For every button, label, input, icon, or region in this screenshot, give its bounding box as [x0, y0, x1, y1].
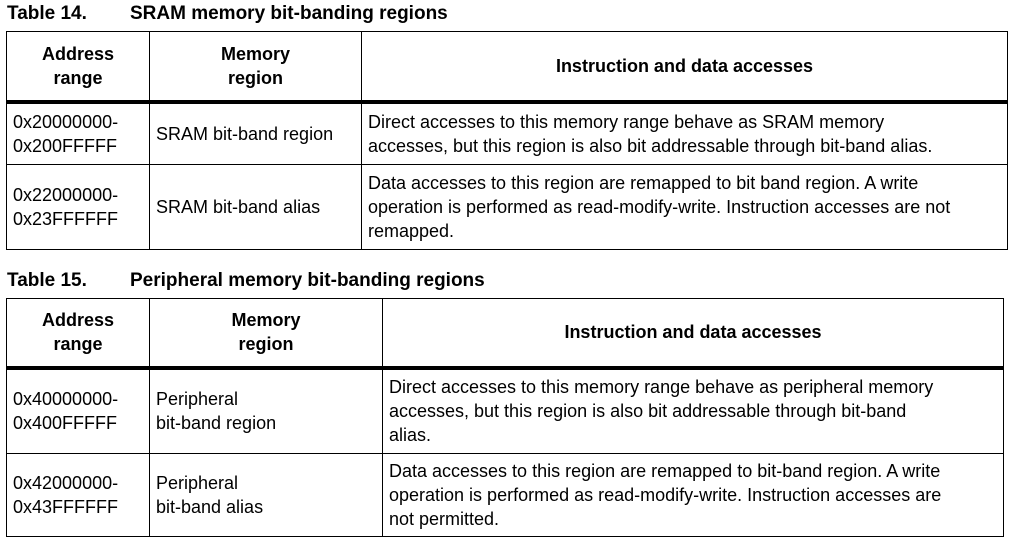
memory-region-cell: SRAM bit-band alias [149, 164, 362, 250]
address-range-header: Address range [6, 31, 150, 104]
table-row: 0x40000000- 0x400FFFFF Peripheral bit-ba… [6, 367, 1004, 454]
table-row: 0x20000000- 0x200FFFFF SRAM bit-band reg… [6, 101, 1008, 165]
sram-bitband-table: Address range Memory region Instruction … [6, 31, 1008, 250]
table-header-row: Address range Memory region Instruction … [6, 298, 1004, 370]
address-range-cell: 0x40000000- 0x400FFFFF [6, 367, 150, 454]
access-header: Instruction and data accesses [361, 31, 1008, 104]
address-range-cell: 0x20000000- 0x200FFFFF [6, 101, 150, 165]
table-row: 0x42000000- 0x43FFFFFF Peripheral bit-ba… [6, 453, 1004, 537]
memory-region-header: Memory region [149, 298, 383, 370]
table-14-title: SRAM memory bit-banding regions [130, 3, 448, 24]
memory-region-cell: Peripheral bit-band alias [149, 453, 383, 537]
access-description-cell: Direct accesses to this memory range beh… [361, 101, 1008, 165]
table-15-title: Peripheral memory bit-banding regions [130, 270, 485, 291]
table-14-caption: Table 14. SRAM memory bit-banding regions [7, 3, 448, 25]
memory-region-cell: SRAM bit-band region [149, 101, 362, 165]
table-15-number: Table 15. [7, 270, 87, 291]
access-description-cell: Data accesses to this region are remappe… [361, 164, 1008, 250]
address-range-cell: 0x22000000- 0x23FFFFFF [6, 164, 150, 250]
address-range-header: Address range [6, 298, 150, 370]
table-15-caption: Table 15. Peripheral memory bit-banding r… [7, 270, 485, 292]
address-range-cell: 0x42000000- 0x43FFFFFF [6, 453, 150, 537]
memory-region-header: Memory region [149, 31, 362, 104]
table-row: 0x22000000- 0x23FFFFFF SRAM bit-band ali… [6, 164, 1008, 250]
memory-region-cell: Peripheral bit-band region [149, 367, 383, 454]
access-header: Instruction and data accesses [382, 298, 1004, 370]
table-14-number: Table 14. [7, 3, 87, 24]
access-description-cell: Data accesses to this region are remappe… [382, 453, 1004, 537]
peripheral-bitband-table: Address range Memory region Instruction … [6, 298, 1004, 537]
table-header-row: Address range Memory region Instruction … [6, 31, 1008, 104]
access-description-cell: Direct accesses to this memory range beh… [382, 367, 1004, 454]
